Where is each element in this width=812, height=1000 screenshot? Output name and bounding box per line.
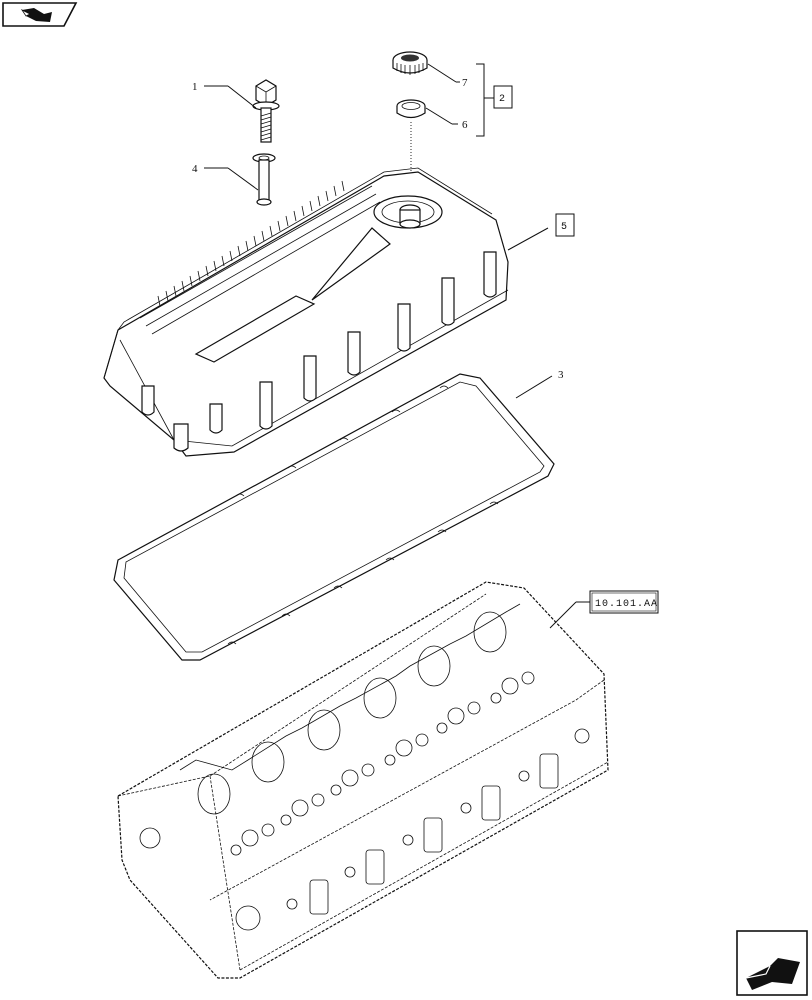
leader-line-3 bbox=[515, 375, 553, 399]
previous-page-icon[interactable] bbox=[2, 2, 78, 27]
callout-1: 1 bbox=[192, 81, 198, 93]
callout-6: 6 bbox=[462, 119, 468, 131]
ref-label-head: 10.101.AA bbox=[595, 599, 658, 610]
ref-box-5 bbox=[555, 213, 575, 237]
leader-line-6 bbox=[425, 107, 453, 125]
gasket-part bbox=[113, 373, 555, 661]
callout-3: 3 bbox=[558, 369, 564, 381]
valve-cover-part bbox=[103, 167, 509, 457]
seal-ring-part bbox=[396, 99, 426, 119]
filler-cap-part bbox=[392, 51, 428, 75]
group-bracket bbox=[476, 63, 485, 137]
ref-label-5: 5 bbox=[561, 222, 568, 233]
leader-line-7 bbox=[427, 63, 457, 83]
callout-7: 7 bbox=[462, 77, 468, 89]
ref-label-2: 2 bbox=[499, 94, 506, 105]
cylinder-head-part bbox=[117, 581, 609, 979]
next-page-icon[interactable] bbox=[736, 930, 808, 996]
bolt-part bbox=[252, 79, 280, 143]
leader-line-5 bbox=[507, 227, 549, 251]
spacer-sleeve-part bbox=[252, 153, 276, 206]
leader-line-head bbox=[549, 601, 577, 629]
ref-box-head bbox=[589, 590, 659, 614]
ref-box-2 bbox=[493, 85, 513, 109]
callout-4: 4 bbox=[192, 163, 198, 175]
